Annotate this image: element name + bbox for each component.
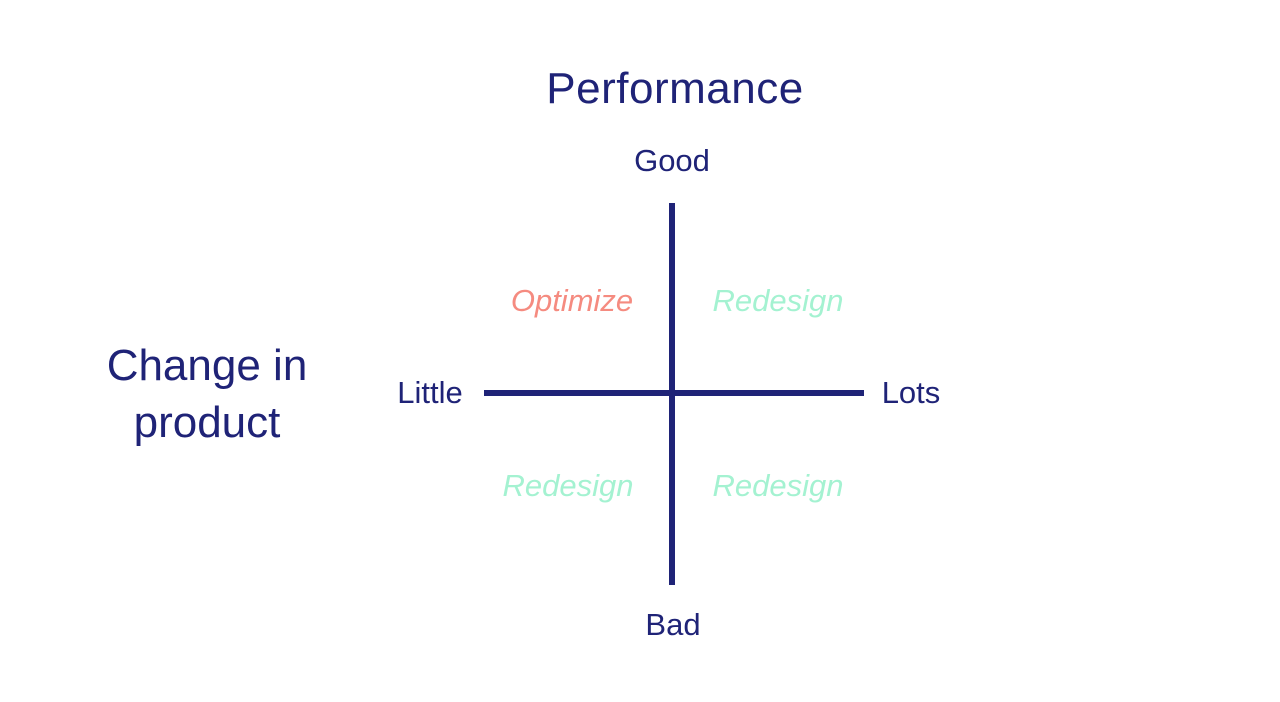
quadrant-label-top-right: Redesign xyxy=(712,283,844,318)
x-axis-title-line1: Change in xyxy=(106,341,308,390)
quadrant-label-top-left: Optimize xyxy=(510,283,634,318)
x-axis-right-label: Lots xyxy=(881,375,941,410)
x-axis-title-line2: product xyxy=(133,398,281,447)
x-axis-left-label: Little xyxy=(397,375,463,410)
quadrant-label-bottom-left: Redesign xyxy=(502,468,634,503)
y-axis-top-label: Good xyxy=(634,143,710,178)
diagram-title: Performance xyxy=(546,64,804,113)
x-axis-title: Change in product xyxy=(47,337,367,451)
y-axis-bottom-label: Bad xyxy=(645,607,701,642)
horizontal-axis-line xyxy=(484,390,864,396)
quadrant-label-bottom-right: Redesign xyxy=(712,468,844,503)
